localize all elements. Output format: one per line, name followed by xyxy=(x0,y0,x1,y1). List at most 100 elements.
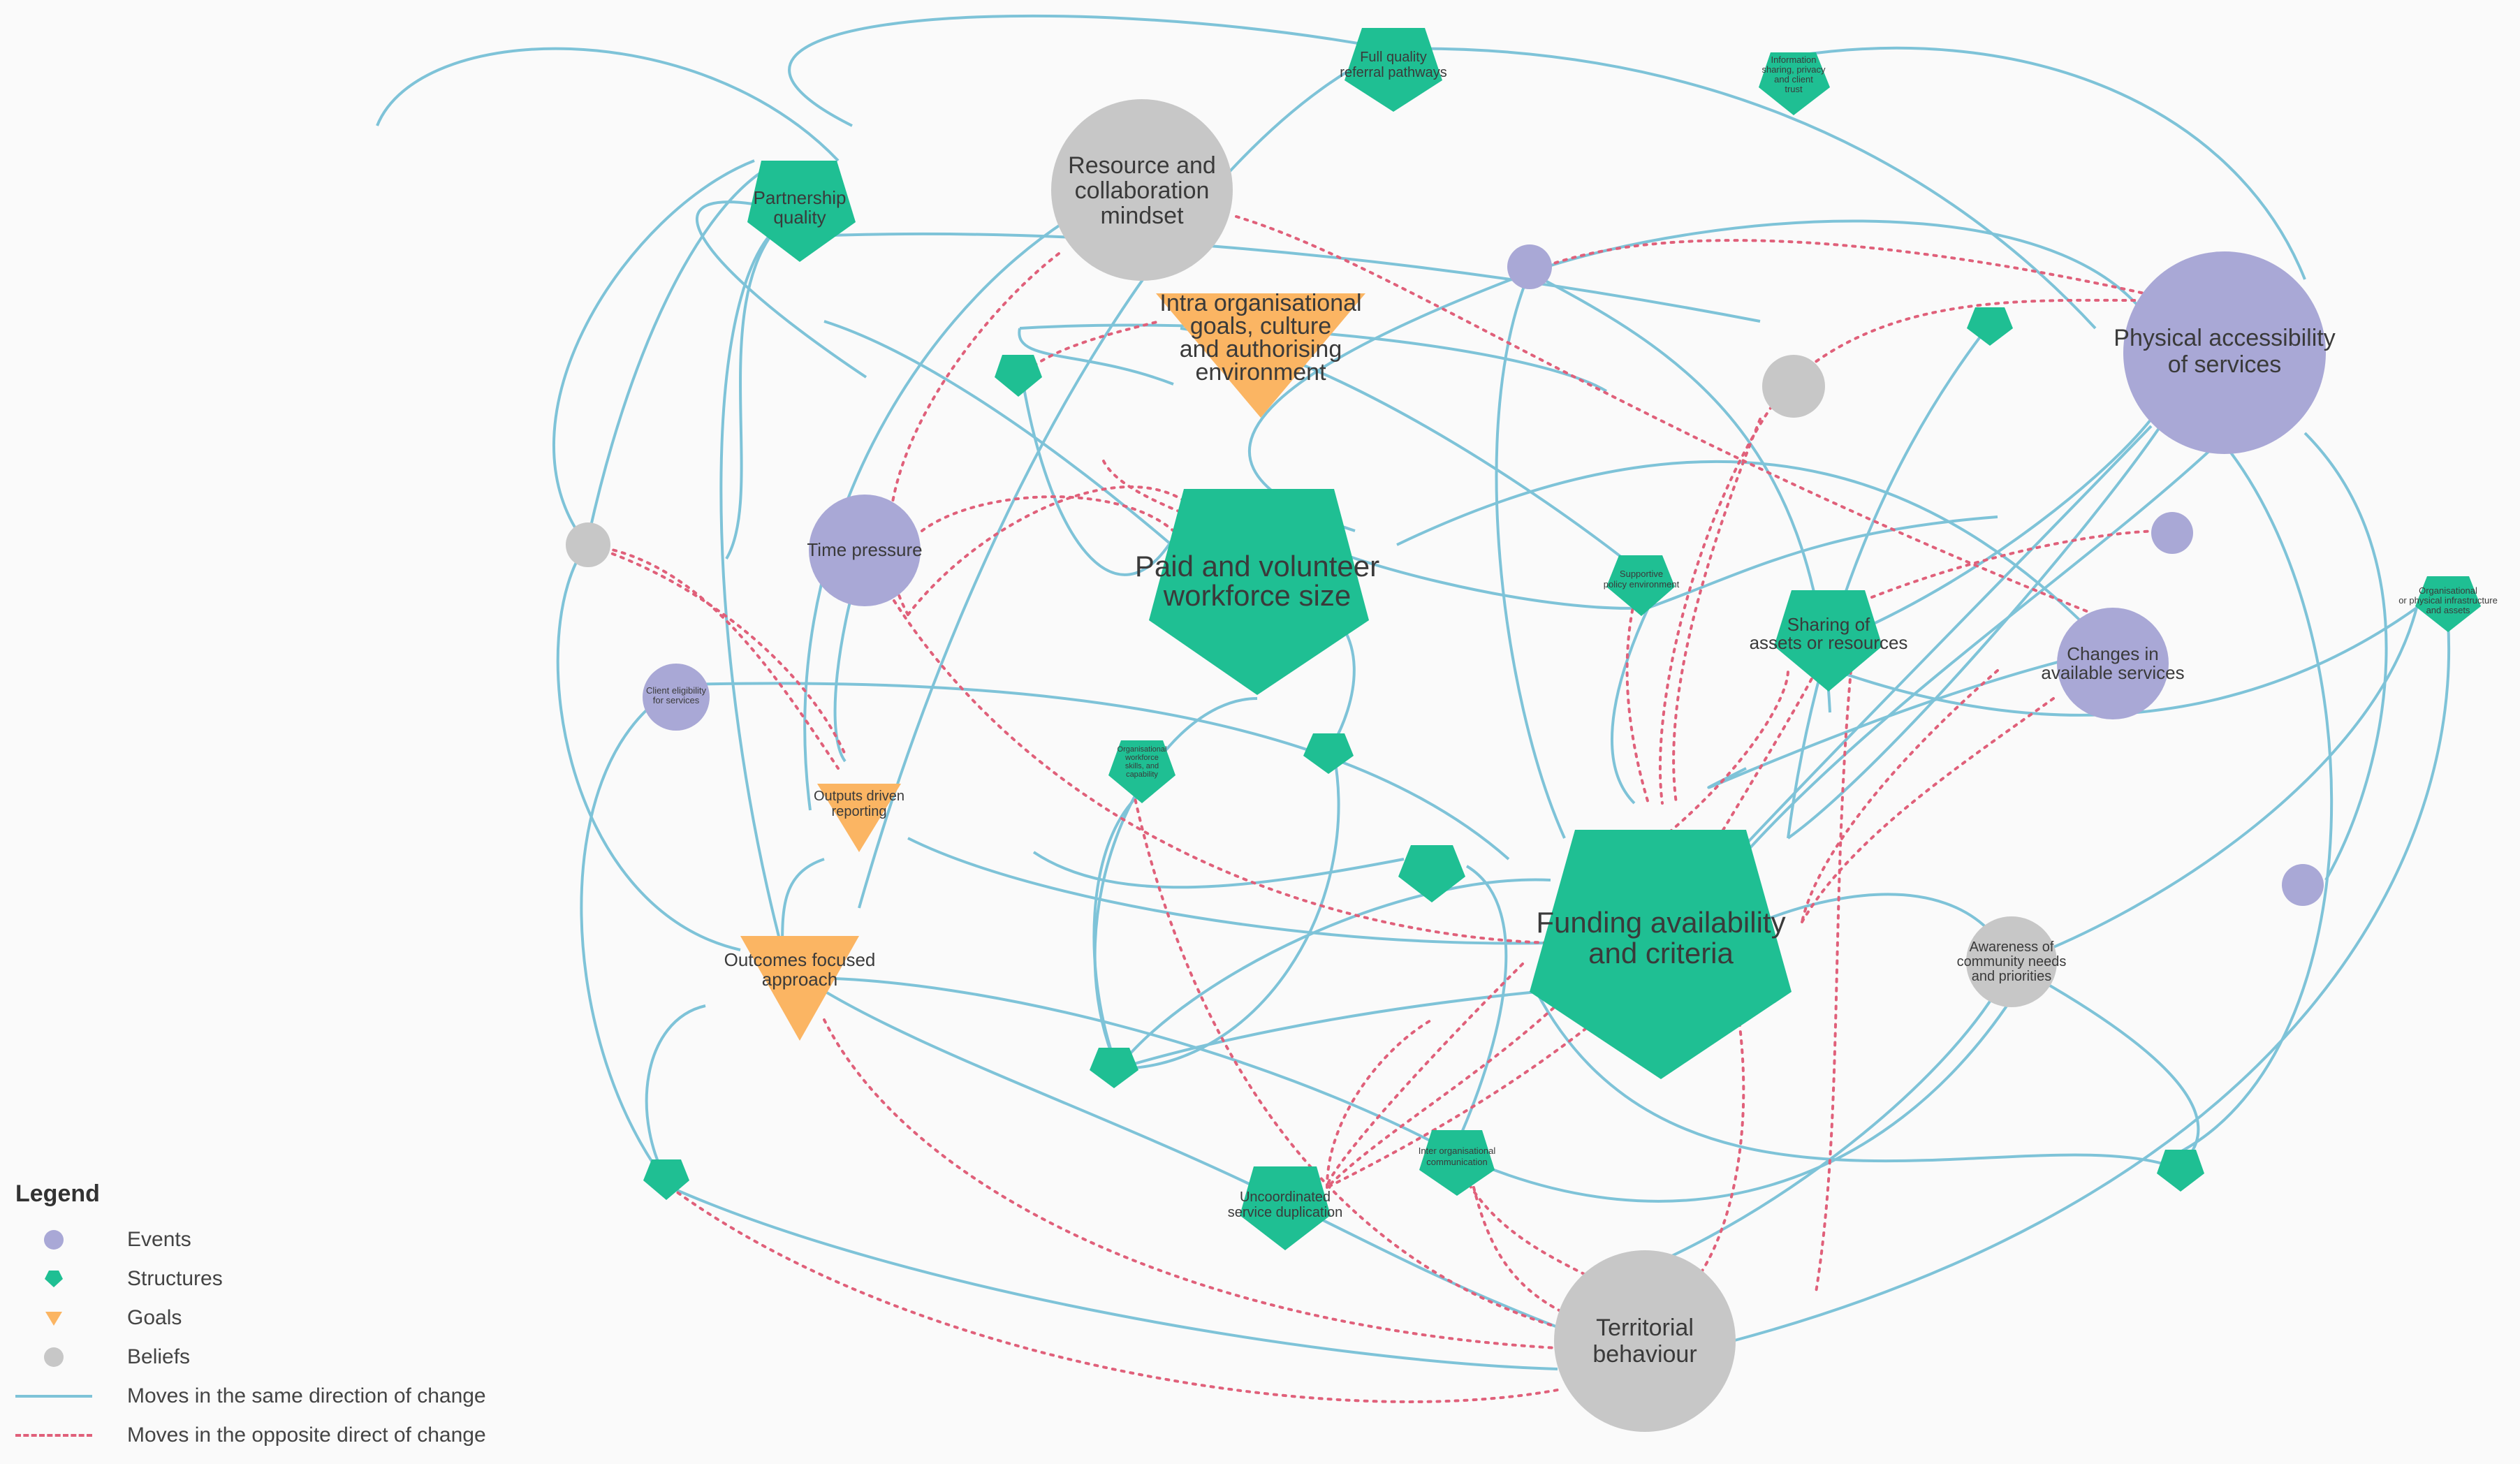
edge-same xyxy=(1018,363,1175,576)
edge-same xyxy=(1829,418,2153,644)
edge-same xyxy=(1117,990,1537,1070)
structure-swatch-icon xyxy=(15,1268,92,1289)
sharing-assets-node[interactable] xyxy=(1774,590,1882,691)
edge-same xyxy=(1707,648,2110,789)
edge-same xyxy=(1452,997,2013,1203)
nodes xyxy=(566,28,2481,1432)
legend-label: Goals xyxy=(127,1306,182,1329)
edge-same xyxy=(1451,865,1508,1153)
resource-mindset-node[interactable] xyxy=(1051,99,1233,281)
edge-opposite xyxy=(887,250,1063,616)
small-structure-node[interactable] xyxy=(1090,1048,1138,1088)
solid-line-icon xyxy=(15,1395,92,1398)
territorial-node[interactable] xyxy=(1554,1250,1736,1432)
edge-opposite xyxy=(1235,215,2097,616)
small-belief-node[interactable] xyxy=(566,522,610,567)
edge-same xyxy=(782,233,1761,323)
edge-opposite xyxy=(1672,418,1761,805)
small-event-node[interactable] xyxy=(2282,864,2324,906)
awareness-needs-node[interactable] xyxy=(1966,916,2057,1007)
edges-opposite-direction xyxy=(585,215,2167,1403)
edge-opposite xyxy=(907,485,1189,616)
intra-org-goals-node[interactable] xyxy=(1156,293,1365,418)
changes-services-node[interactable] xyxy=(2057,608,2169,719)
legend-title: Legend xyxy=(15,1180,100,1207)
inter-org-communication-node[interactable] xyxy=(1419,1130,1495,1196)
edge-same xyxy=(645,1004,706,1189)
edge-same xyxy=(1611,607,1650,805)
goal-swatch-icon xyxy=(15,1308,92,1328)
uncoordinated-duplication-node[interactable] xyxy=(1240,1166,1331,1250)
funding-availability-node[interactable] xyxy=(1530,830,1792,1079)
edge-opposite xyxy=(1528,239,2146,295)
legend-label: Events xyxy=(127,1228,191,1251)
edge-same xyxy=(725,208,798,560)
edge-same xyxy=(1032,851,1405,889)
organisational-infrastructure-node[interactable] xyxy=(2415,576,2481,632)
small-structure-node[interactable] xyxy=(1967,307,2013,346)
edge-same xyxy=(580,690,672,1189)
information-sharing-node[interactable] xyxy=(1759,52,1830,115)
edge-same xyxy=(1116,878,1551,1070)
physical-accessibility-node[interactable] xyxy=(2123,251,2326,454)
edge-same xyxy=(2011,962,2200,1168)
org-capacity-node[interactable] xyxy=(1108,740,1175,803)
small-structure-node[interactable] xyxy=(1303,733,1354,774)
legend-item-same-direction: Moves in the same direction of change xyxy=(15,1377,546,1416)
edge-opposite xyxy=(1326,1018,1433,1189)
edge-same xyxy=(585,166,770,546)
small-event-node[interactable] xyxy=(2151,512,2193,554)
paid-volunteer-workforce-node[interactable] xyxy=(1149,489,1369,695)
edge-opposite xyxy=(921,495,1175,532)
supportive-policy-node[interactable] xyxy=(1606,555,1675,616)
edge-opposite xyxy=(893,599,1552,944)
small-structure-node[interactable] xyxy=(1398,845,1465,902)
small-belief-node[interactable] xyxy=(1762,355,1825,418)
edge-opposite xyxy=(1326,962,1524,1189)
small-structure-node[interactable] xyxy=(643,1159,689,1200)
edge-same xyxy=(684,682,1510,861)
outcomes-focused-node[interactable] xyxy=(740,936,859,1041)
legend-item-beliefs: Beliefs xyxy=(15,1338,546,1377)
edge-opposite xyxy=(1661,669,1789,840)
edge-opposite xyxy=(1801,669,1999,923)
legend-item-events: Events xyxy=(15,1220,546,1259)
edge-same xyxy=(1648,515,1998,609)
node-label: Time pressure xyxy=(807,539,922,560)
partnership-quality-node[interactable] xyxy=(747,161,856,262)
edge-opposite xyxy=(1696,976,1745,1280)
edge-same xyxy=(1019,323,1608,393)
outputs-reporting-node[interactable] xyxy=(817,784,901,852)
client-eligibility-node[interactable] xyxy=(643,664,710,731)
edge-same xyxy=(1535,991,2173,1168)
time-pressure-node[interactable] xyxy=(809,495,921,606)
legend: Legend Events Structures Goals Beliefs M… xyxy=(15,1180,546,1455)
small-event-node[interactable] xyxy=(1507,244,1552,289)
edge-same xyxy=(858,47,1391,909)
small-structure-node[interactable] xyxy=(2157,1150,2204,1192)
edge-same xyxy=(1495,272,1566,839)
edge-opposite xyxy=(1815,669,1852,1294)
event-swatch-icon xyxy=(15,1230,92,1250)
full-quality-referral-node[interactable] xyxy=(1345,28,1442,112)
legend-label: Structures xyxy=(127,1267,223,1290)
small-structure-node[interactable] xyxy=(995,355,1042,397)
edge-same xyxy=(781,858,825,951)
edge-same xyxy=(1745,439,2222,854)
